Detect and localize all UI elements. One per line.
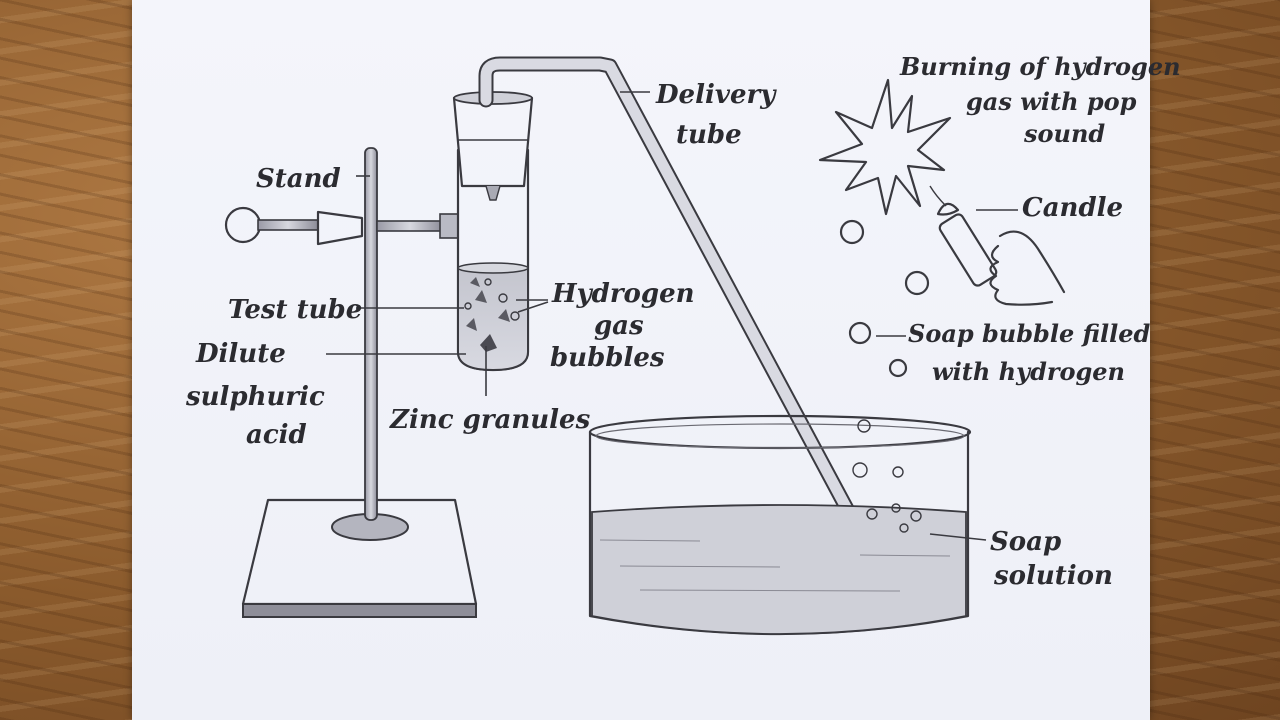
gas-bubbles-in-tube [464,278,520,321]
label-delivery-tube-line1: Delivery [655,80,777,110]
label-soap-solution-line2: solution [993,561,1113,591]
label-candle: Candle [1022,193,1123,223]
cork-stopper [452,91,534,201]
trough [588,414,972,636]
soap-bubbles-in-trough [852,419,922,533]
label-burning-line2: gas with pop [966,87,1137,116]
label-hydrogen-bubbles-line3: bubbles [550,343,665,373]
label-zinc-granules: Zinc granules [389,405,591,435]
stand-base [241,498,478,618]
stand-rod [364,147,378,521]
label-soap-bubble-line2: with hydrogen [932,357,1125,386]
label-stand: Stand [256,164,341,194]
label-soap-bubble-line1: Soap bubble filled [908,319,1151,348]
label-soap-solution-line1: Soap [990,527,1061,557]
label-hydrogen-bubbles-line1: Hydrogen [551,279,695,309]
label-burning-line3: sound [1023,119,1105,148]
label-burning-line1: Burning of hydrogen [899,52,1181,81]
label-leader-lines [326,91,1018,541]
label-delivery-tube-line2: tube [676,120,742,150]
label-dilute-acid-line3: acid [246,420,307,450]
floating-soap-bubbles [839,219,930,378]
clamp [224,206,459,246]
label-test-tube: Test tube [228,295,362,325]
explosion-burst-icon [818,78,952,216]
test-tube [456,148,530,372]
zinc-granules [466,277,510,352]
label-dilute-acid-line1: Dilute [195,339,286,369]
candle [929,185,998,287]
label-dilute-acid-line2: sulphuric [185,382,325,412]
hand [989,230,1066,306]
label-hydrogen-bubbles-line2: gas [594,311,644,341]
